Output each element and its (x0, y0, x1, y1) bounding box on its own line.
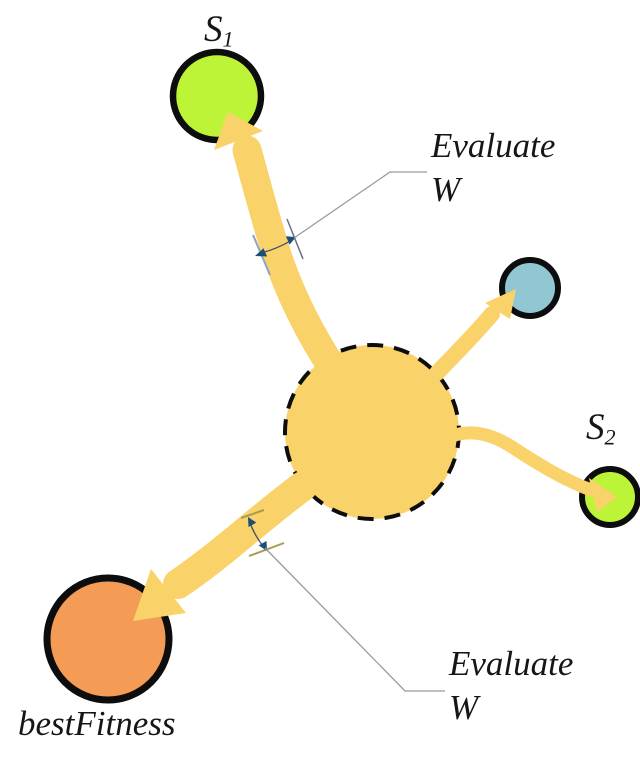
s1-base: S (204, 9, 223, 50)
arrow-center-to-bestfitness (163, 471, 318, 599)
evaluate-bottom-line2: W (449, 688, 479, 727)
arrow-center-to-s2 (445, 426, 598, 497)
arrowhead-bestfitness (133, 569, 186, 621)
measure-tick-bottom-upper (240, 509, 265, 519)
annotation-evaluate-w-top: Evaluate W (431, 124, 555, 212)
leader-line-bottom (264, 547, 445, 692)
arrowhead-s2 (589, 478, 617, 512)
node-label-s1: S1 (204, 8, 234, 51)
evaluate-bottom-line1: Evaluate (449, 644, 574, 683)
evaluate-top-line2: W (431, 170, 461, 209)
s2-subscript: 2 (604, 424, 616, 450)
s1-subscript: 1 (222, 26, 234, 52)
width-measure-top (252, 218, 304, 276)
measure-arrowhead-top-left (255, 248, 268, 257)
node-label-bestfitness: bestFitness (18, 704, 176, 743)
arrow-center-to-blue (429, 306, 500, 381)
leader-line-top (293, 171, 427, 239)
arrowhead-blue (485, 289, 516, 319)
measure-arrowhead-bottom-up (248, 517, 257, 527)
node-blue-circle (499, 257, 561, 319)
s2-base: S (586, 407, 605, 448)
node-label-s2: S2 (586, 406, 616, 449)
arrowhead-s1 (214, 112, 263, 150)
measure-arrowhead-top-right (285, 236, 296, 245)
arrow-center-to-s1 (232, 135, 350, 387)
annotation-evaluate-w-bottom: Evaluate W (449, 642, 573, 730)
measure-tick-top-right (286, 218, 304, 260)
evaluate-top-line1: Evaluate (431, 126, 556, 165)
